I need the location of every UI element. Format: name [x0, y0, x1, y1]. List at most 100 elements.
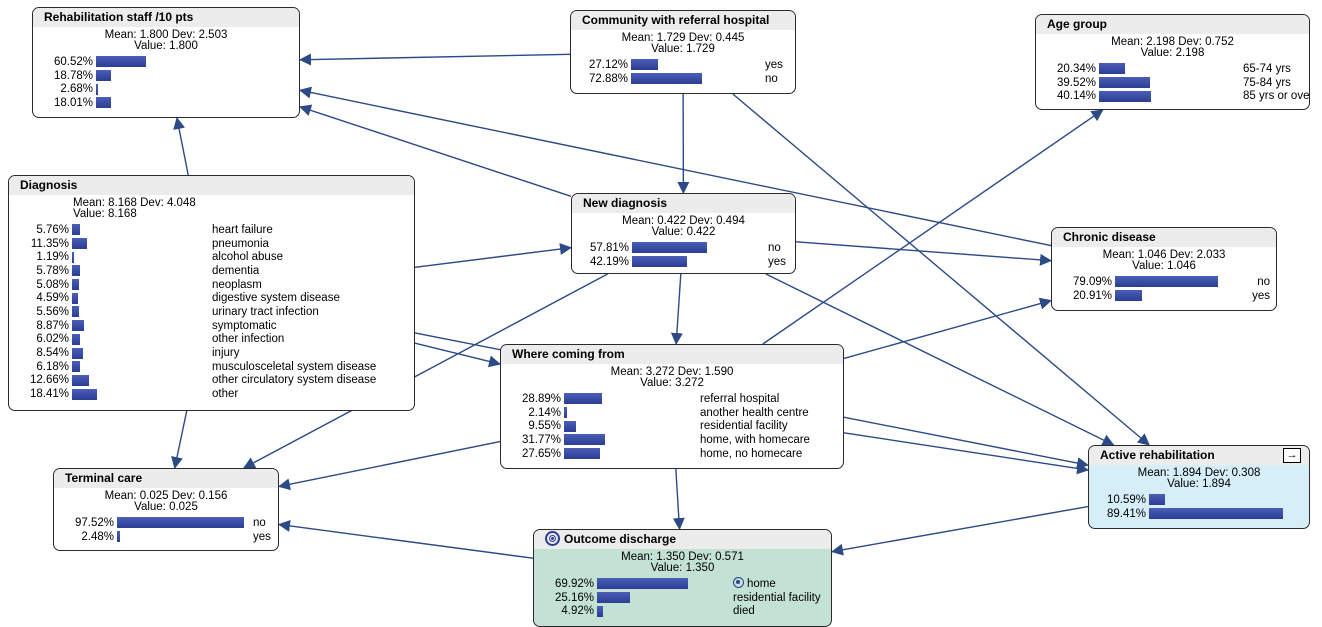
state-row[interactable]: 4.92%died — [534, 604, 831, 618]
state-bar — [72, 347, 84, 359]
state-row[interactable]: 27.65%home, no homecare — [501, 447, 843, 461]
node-terminal-care[interactable]: Terminal care Mean: 0.025 Dev: 0.156 Val… — [53, 468, 279, 551]
state-row[interactable]: 4.59%digestive system disease — [9, 291, 414, 305]
state-percent: 69.92% — [554, 577, 594, 590]
state-label-text: died — [733, 605, 755, 618]
node-age-group[interactable]: Age group Mean: 2.198 Dev: 0.752 Value: … — [1035, 14, 1310, 110]
state-row[interactable]: 72.88%no — [571, 72, 795, 86]
state-label-text: >2.0 — [299, 83, 300, 95]
state-row[interactable]: 12.66% other circulatory system disease — [9, 374, 414, 388]
state-bar-track — [597, 578, 727, 590]
state-row[interactable]: 18.01%not defined — [33, 96, 299, 110]
state-row[interactable]: 97.52%no — [54, 516, 278, 530]
state-row[interactable]: 1.19%alcohol abuse — [9, 250, 414, 264]
state-row[interactable]: 2.14%another health centre — [501, 406, 843, 420]
arrow-right-icon[interactable]: → — [1283, 448, 1301, 463]
state-row[interactable]: 5.76%heart failure — [9, 223, 414, 237]
state-row[interactable]: 42.19%yes — [572, 255, 795, 269]
state-bar-track — [1149, 508, 1299, 520]
state-label-text: musculosceletal system disease — [212, 360, 377, 373]
node-outcome-discharge[interactable]: Outcome discharge Mean: 1.350 Dev: 0.571… — [533, 529, 832, 627]
state-bar — [96, 83, 99, 95]
node-title: Where coming from — [501, 345, 843, 364]
mean-dev-text: Mean: 0.422 Dev: 0.494 — [622, 215, 745, 227]
state-bar — [564, 407, 567, 419]
state-row[interactable]: 8.54%injury — [9, 346, 414, 360]
node-rehabilitation-staff[interactable]: Rehabilitation staff /10 pts Mean: 1.800… — [32, 7, 300, 118]
state-label-text: home — [747, 577, 776, 590]
node-title: Age group — [1036, 15, 1309, 34]
state-row[interactable]: 6.18%musculosceletal system disease — [9, 360, 414, 374]
state-label: alcohol abuse — [206, 251, 402, 263]
state-percent: 9.55% — [528, 420, 561, 433]
state-label-text: yes — [253, 530, 271, 543]
state-row[interactable]: 89.41%no — [1089, 507, 1309, 521]
state-bar — [72, 320, 84, 332]
state-bar — [117, 517, 244, 529]
state-row[interactable]: 20.34%65-74 yrs — [1036, 62, 1309, 76]
state-row[interactable]: 2.48%yes — [54, 530, 278, 544]
state-row[interactable]: 69.92% home — [534, 577, 831, 591]
node-where-coming-from[interactable]: Where coming from Mean: 3.272 Dev: 1.590… — [500, 344, 844, 469]
state-row[interactable]: 79.09%no — [1052, 275, 1276, 289]
state-percent: 11.35% — [30, 237, 69, 250]
edge-newdiag-to-terminal — [242, 273, 608, 469]
state-row[interactable]: 18.78%<=2.0 — [33, 69, 299, 83]
state-row[interactable]: 40.14%85 yrs or over — [1036, 89, 1309, 103]
state-percent: 18.41% — [29, 388, 69, 401]
state-row[interactable]: 10.59%yes — [1089, 493, 1309, 507]
state-label-text: dementia — [212, 264, 260, 277]
state-row[interactable]: 5.78%dementia — [9, 264, 414, 278]
value-text: Value: 3.272 — [640, 377, 704, 389]
state-row[interactable]: 5.56%urinary tract infection — [9, 305, 414, 319]
node-chronic-disease[interactable]: Chronic disease Mean: 1.046 Dev: 2.033 V… — [1051, 227, 1277, 311]
state-bar-track — [72, 388, 206, 400]
node-community-referral-hospital[interactable]: Community with referral hospital Mean: 1… — [570, 10, 796, 94]
node-title: Diagnosis — [9, 176, 414, 195]
state-row[interactable]: 6.02%other infection — [9, 333, 414, 347]
state-bar-track — [72, 265, 206, 277]
state-bar-track — [72, 320, 206, 332]
value-text: Value: 0.025 — [134, 501, 198, 513]
state-row[interactable]: 18.41%other — [9, 387, 414, 401]
state-bar — [96, 56, 146, 68]
state-row[interactable]: 20.91%yes — [1052, 289, 1276, 303]
state-row[interactable]: 11.35%pneumonia — [9, 237, 414, 251]
edge-newdiag-to-chronic — [795, 241, 1052, 266]
state-bar-track — [564, 393, 694, 405]
state-bar — [597, 605, 604, 617]
mean-dev-text: Mean: 0.025 Dev: 0.156 — [104, 490, 228, 502]
state-label: no — [1245, 276, 1270, 288]
state-row[interactable]: 8.87%symptomatic — [9, 319, 414, 333]
state-row[interactable]: 31.77%home, with homecare — [501, 433, 843, 447]
state-label: not defined — [293, 97, 299, 109]
state-bar — [72, 224, 80, 236]
state-bar-track — [72, 238, 206, 250]
state-bar-track — [96, 97, 178, 109]
state-row[interactable]: 27.12%yes — [571, 58, 795, 72]
state-label-text: home, no homecare — [700, 447, 803, 460]
value-text: Value: 1.894 — [1167, 478, 1231, 490]
state-row[interactable]: 60.52%<=0.7 — [33, 55, 299, 69]
state-row[interactable]: 39.52%75-84 yrs — [1036, 76, 1309, 90]
state-bar — [72, 306, 80, 318]
state-row[interactable]: 57.81%no — [572, 241, 795, 255]
state-label: other circulatory system disease — [206, 374, 402, 386]
state-percent: 12.66% — [29, 374, 69, 387]
state-bar — [1099, 77, 1151, 89]
state-label-text: no — [1257, 275, 1270, 288]
node-title: Rehabilitation staff /10 pts — [33, 8, 299, 27]
state-percent: 25.16% — [554, 591, 594, 604]
state-row[interactable]: 9.55%residential facility — [501, 419, 843, 433]
state-row[interactable]: 5.08%neoplasm — [9, 278, 414, 292]
state-row[interactable]: 25.16%residential facility — [534, 591, 831, 605]
node-diagnosis[interactable]: Diagnosis Mean: 8.168 Dev: 4.048 Value: … — [8, 175, 415, 411]
state-row[interactable]: 2.68%>2.0 — [33, 82, 299, 96]
state-row[interactable]: 28.89%referral hospital — [501, 392, 843, 406]
node-new-diagnosis[interactable]: New diagnosis Mean: 0.422 Dev: 0.494 Val… — [571, 193, 796, 274]
state-label-text: another health centre — [700, 406, 809, 419]
state-bar — [564, 420, 577, 432]
node-active-rehabilitation[interactable]: Active rehabilitation → Mean: 1.894 Dev:… — [1088, 445, 1310, 529]
state-label-text: no — [253, 516, 266, 529]
node-title: New diagnosis — [572, 194, 795, 213]
